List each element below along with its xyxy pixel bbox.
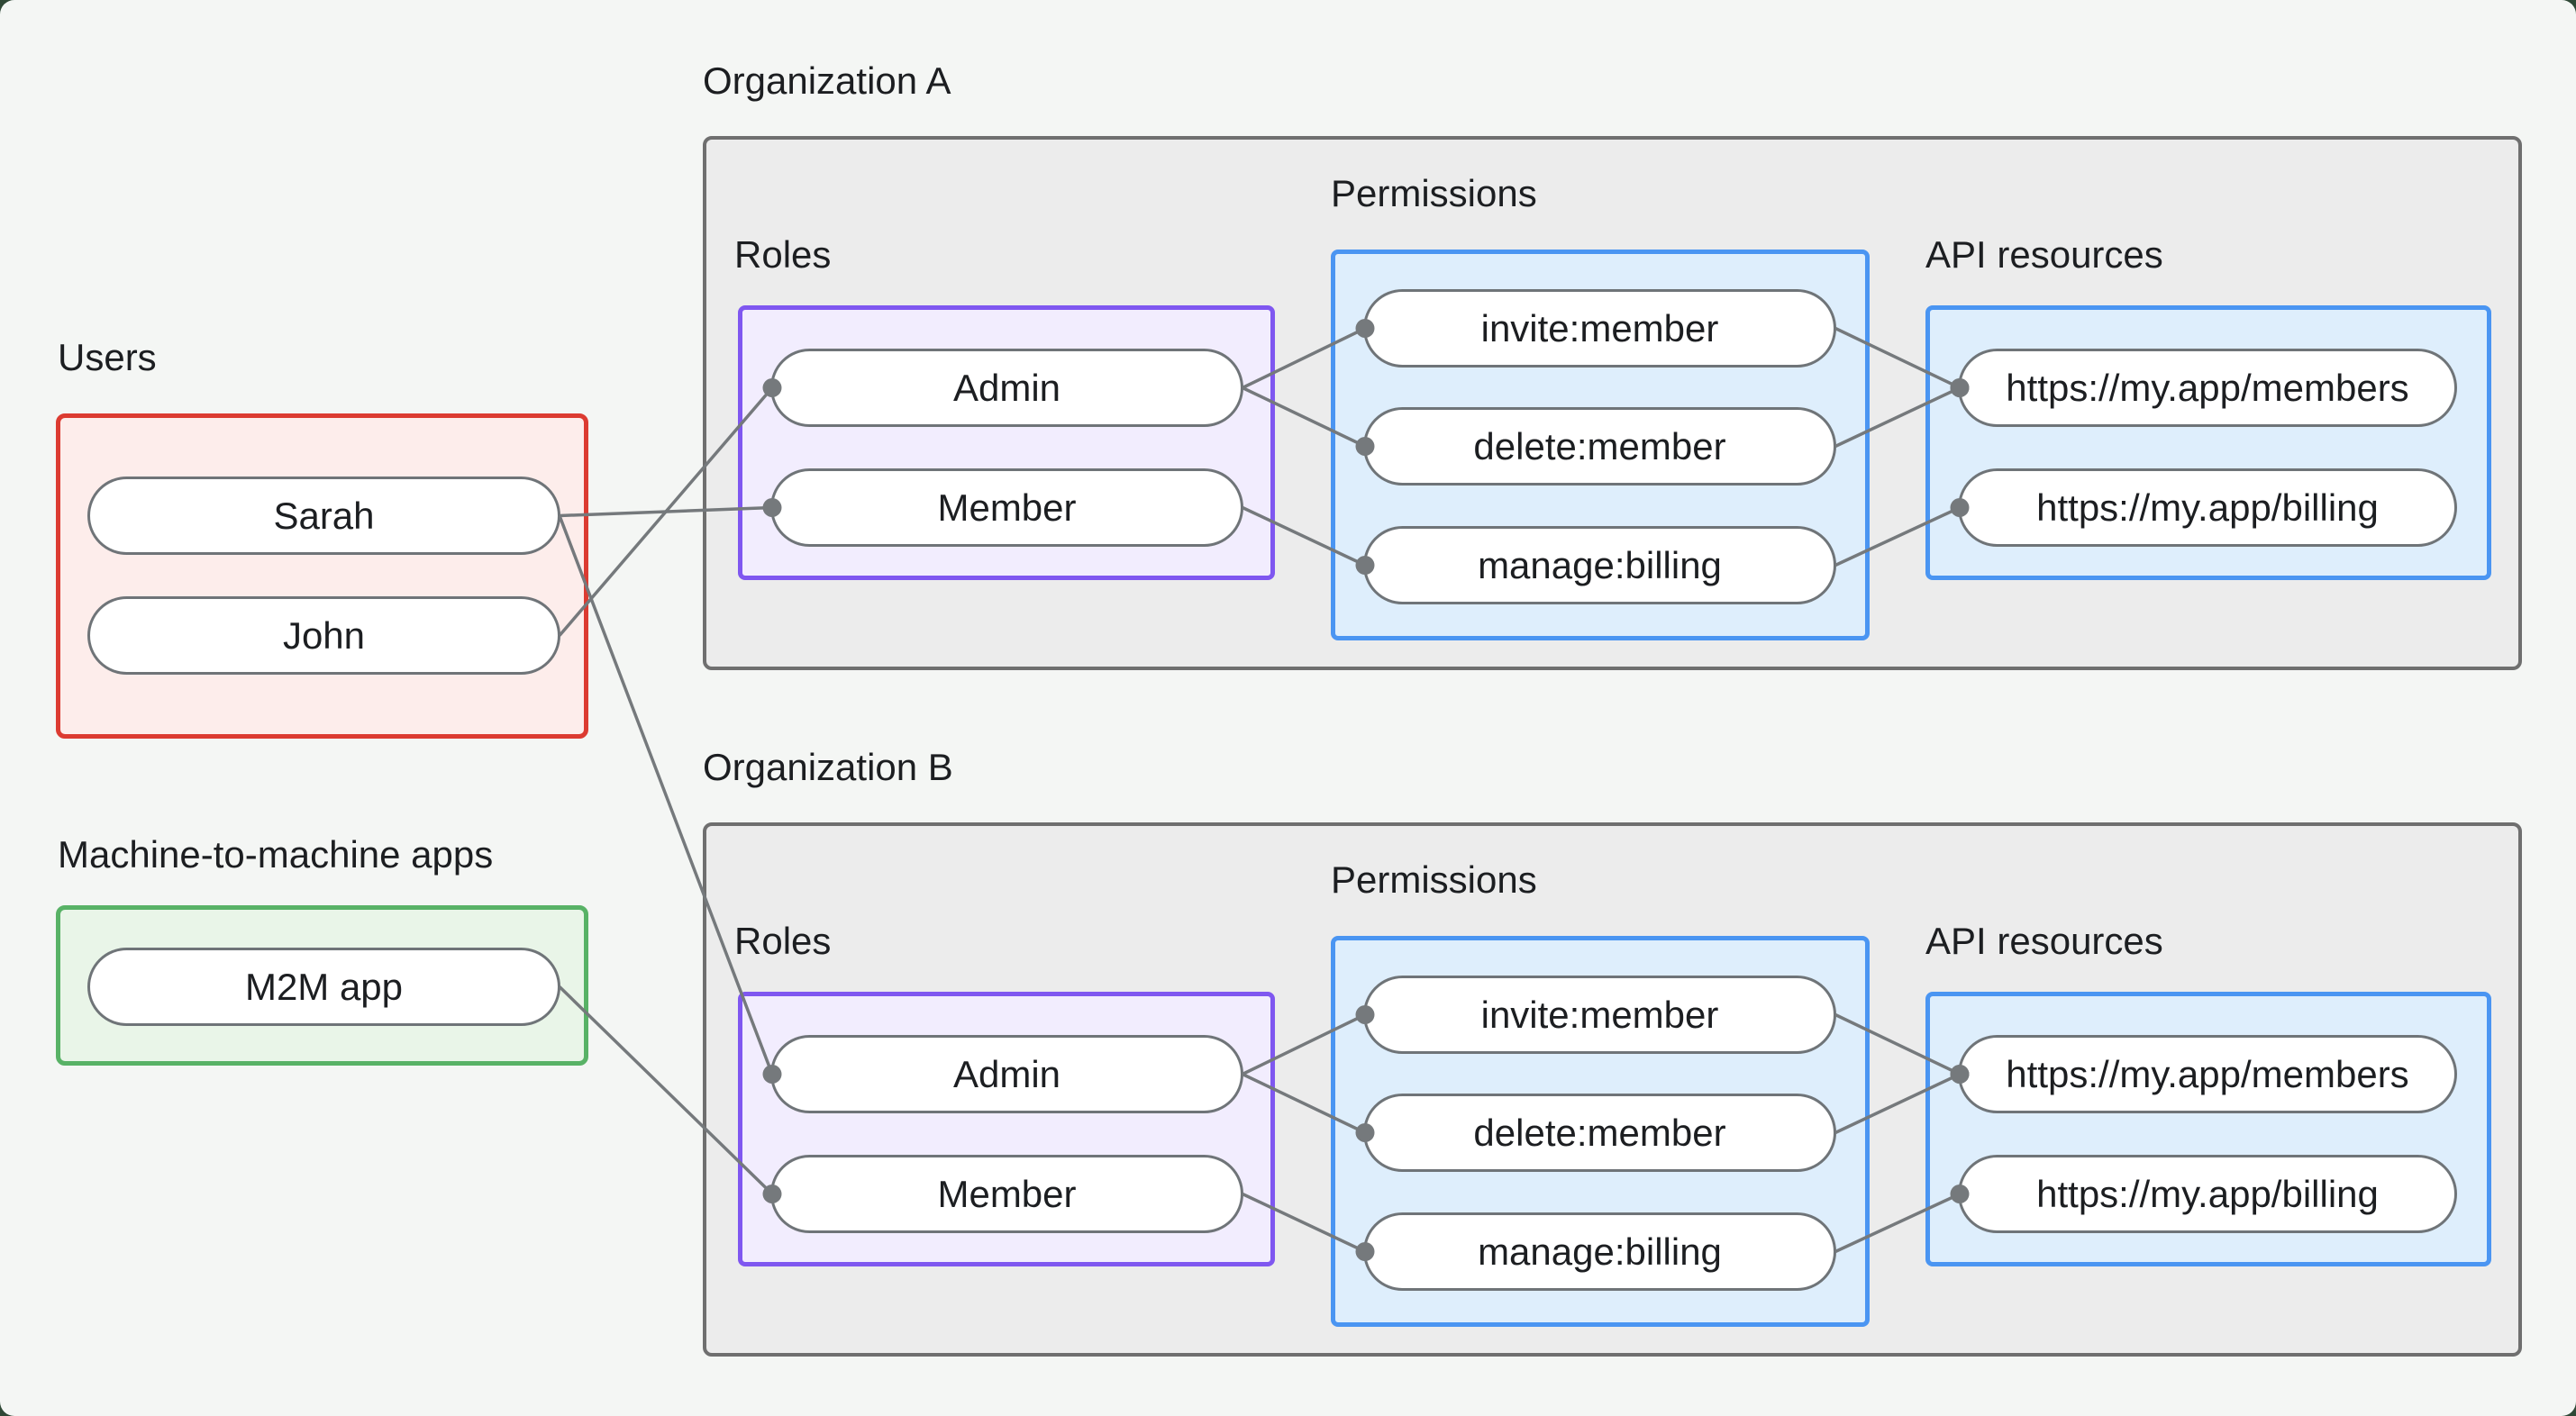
node-user-john: John [87,596,560,675]
m2m-group-box: M2M app [56,905,588,1066]
node-label: Admin [952,366,1061,409]
org-b-roles-box: Admin Member [738,992,1275,1266]
node-m2m-app: M2M app [87,948,560,1026]
node-org-b-members: https://my.app/members [1958,1035,2457,1113]
node-label: Member [937,486,1077,529]
node-org-b-invite: invite:member [1363,976,1836,1054]
node-org-a-manage: manage:billing [1363,526,1836,604]
org-b-roles-label: Roles [734,920,832,962]
node-label: https://my.app/members [2006,366,2409,409]
node-label: manage:billing [1478,543,1722,586]
org-b-permissions-box: invite:member delete:member manage:billi… [1331,936,1870,1327]
node-org-a-admin: Admin [770,349,1243,427]
org-a-roles-label: Roles [734,233,832,276]
org-b-api-box: https://my.app/members https://my.app/bi… [1925,992,2491,1266]
node-label: invite:member [1480,306,1719,349]
node-org-b-admin: Admin [770,1035,1243,1113]
node-org-b-delete: delete:member [1363,1094,1836,1172]
node-label: Sarah [273,494,375,537]
node-org-b-member: Member [770,1155,1243,1233]
m2m-group-label: Machine-to-machine apps [58,833,494,876]
org-b-api-label: API resources [1925,920,2163,962]
users-group-box: Sarah John [56,413,588,739]
org-b-label: Organization B [703,746,953,788]
node-label: Admin [952,1052,1061,1095]
org-a-label: Organization A [703,59,951,102]
node-label: https://my.app/members [2006,1052,2409,1095]
node-user-sarah: Sarah [87,477,560,555]
node-org-a-members: https://my.app/members [1958,349,2457,427]
org-a-roles-box: Admin Member [738,305,1275,580]
node-org-b-billing: https://my.app/billing [1958,1155,2457,1233]
node-label: Member [937,1172,1077,1215]
org-a-api-box: https://my.app/members https://my.app/bi… [1925,305,2491,580]
node-org-a-delete: delete:member [1363,407,1836,486]
node-org-a-billing: https://my.app/billing [1958,468,2457,547]
node-org-a-member: Member [770,468,1243,547]
org-b-permissions-label: Permissions [1331,858,1537,901]
node-org-a-invite: invite:member [1363,289,1836,368]
node-label: delete:member [1473,424,1726,467]
org-a-api-label: API resources [1925,233,2163,276]
users-group-label: Users [58,336,157,378]
node-label: https://my.app/billing [2036,1172,2379,1215]
node-label: https://my.app/billing [2036,486,2379,529]
org-a-permissions-label: Permissions [1331,172,1537,214]
org-a-permissions-box: invite:member delete:member manage:billi… [1331,250,1870,640]
node-label: delete:member [1473,1111,1726,1154]
node-label: manage:billing [1478,1230,1722,1273]
node-org-b-manage: manage:billing [1363,1212,1836,1291]
node-label: John [282,613,366,657]
org-b-box: Roles Admin Member Permissions invite:me… [703,822,2522,1357]
node-label: invite:member [1480,993,1719,1036]
org-a-box: Roles Admin Member Permissions invite:me… [703,136,2522,670]
node-label: M2M app [244,965,404,1008]
